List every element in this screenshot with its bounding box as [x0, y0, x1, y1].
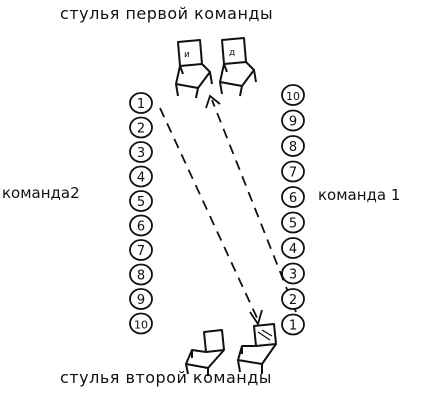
team2-player-9: 9	[130, 289, 152, 309]
player-number: 8	[137, 269, 145, 284]
bottom-chair-left	[186, 330, 224, 376]
player-number: 3	[137, 146, 145, 161]
team2-player-5: 5	[130, 191, 152, 211]
team1-player-9: 9	[282, 111, 304, 131]
player-number: 1	[137, 97, 145, 112]
player-number: 6	[289, 191, 297, 206]
team1-player-6: 6	[282, 187, 304, 207]
bottom-chair-right	[238, 324, 276, 374]
player-number: 7	[289, 166, 297, 181]
player-number: 10	[134, 319, 148, 332]
arrow-team2-to-bottom	[160, 108, 262, 324]
team2-player-6: 6	[130, 216, 152, 236]
player-number: 5	[137, 195, 145, 210]
top-chair-left	[176, 40, 212, 98]
top-chair-right	[220, 38, 256, 96]
player-number: 2	[137, 122, 145, 137]
team2-player-2: 2	[130, 118, 152, 138]
team2-player-7: 7	[130, 240, 152, 260]
team1-player-3: 3	[282, 264, 304, 284]
team1-player-4: 4	[282, 238, 304, 258]
player-number: 4	[289, 242, 297, 257]
player-number: 3	[289, 268, 297, 283]
team1-player-10: 10	[282, 85, 304, 105]
team2-player-8: 8	[130, 265, 152, 285]
player-number: 2	[289, 293, 297, 308]
team1-player-7: 7	[282, 162, 304, 182]
team1-player-2: 2	[282, 289, 304, 309]
team1-column: 10 9 8 7 6 5 4 3 2 1	[282, 85, 304, 335]
team2-player-10: 10	[130, 314, 152, 334]
player-number: 4	[137, 171, 145, 186]
player-number: 6	[137, 220, 145, 235]
team2-player-4: 4	[130, 167, 152, 187]
player-number: 7	[137, 244, 145, 259]
player-number: 1	[289, 319, 297, 334]
player-number: 5	[289, 217, 297, 232]
player-number: 9	[137, 293, 145, 308]
player-number: 10	[286, 90, 300, 103]
arrow-team1-to-top	[206, 96, 296, 312]
team1-player-1: 1	[282, 315, 304, 335]
team2-player-1: 1	[130, 93, 152, 113]
player-number: 9	[289, 115, 297, 130]
chair-mark: и	[184, 50, 190, 60]
chair-mark: д	[229, 48, 235, 58]
team1-player-5: 5	[282, 213, 304, 233]
team2-column: 1 2 3 4 5 6 7 8 9 10	[130, 93, 152, 334]
team1-player-8: 8	[282, 136, 304, 156]
player-number: 8	[289, 140, 297, 155]
team2-player-3: 3	[130, 142, 152, 162]
